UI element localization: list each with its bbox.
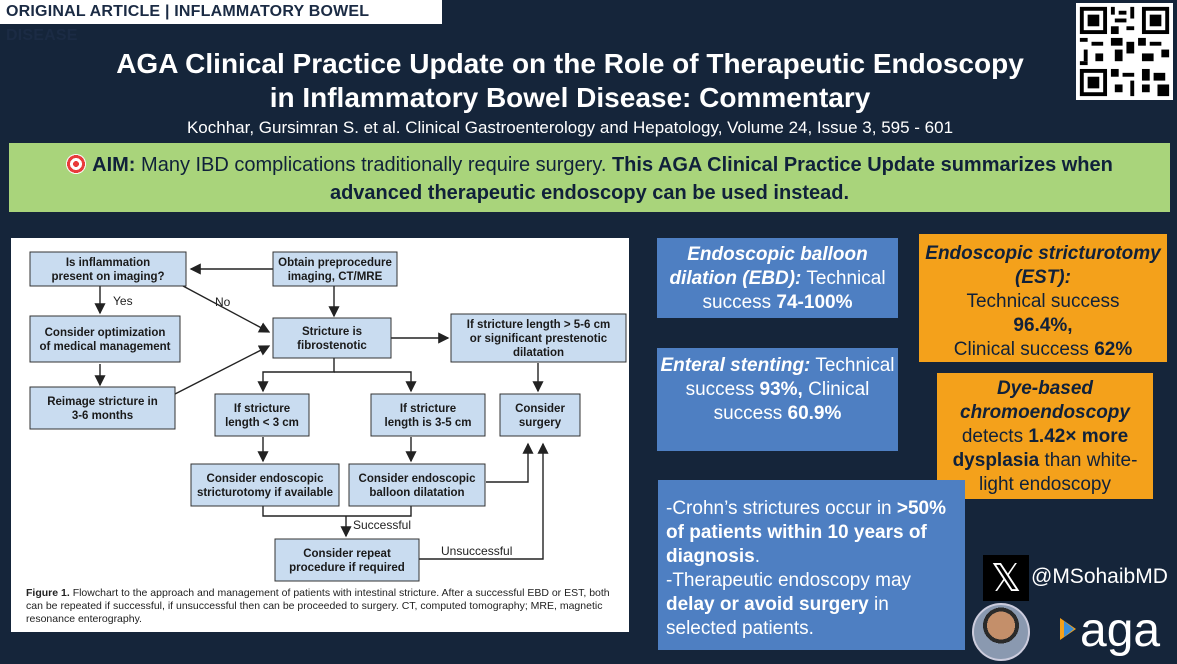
flow-node-text: Consider optimization bbox=[45, 327, 166, 339]
label-yes: Yes bbox=[113, 294, 133, 308]
flow-node-text: Consider bbox=[515, 403, 565, 415]
est-text-2: Clinical success bbox=[953, 339, 1089, 360]
flow-node-text: length < 3 cm bbox=[225, 417, 299, 429]
flow-node-ebd: Consider endoscopic balloon dilatation bbox=[348, 463, 486, 507]
flow-node-text: If stricture length > 5-6 cm bbox=[467, 319, 610, 331]
arrow-reimage-to-fibrostenotic bbox=[174, 345, 271, 395]
dye-text-2: than white-light endoscopy bbox=[978, 450, 1138, 495]
flow-node-text: Is inflammation bbox=[66, 257, 150, 269]
crohn-p1-bold: >50% of patients within 10 years of diag… bbox=[666, 498, 947, 567]
flow-node-surgery: Consider surgery bbox=[499, 393, 581, 437]
flow-node-text: present on imaging? bbox=[51, 271, 164, 283]
flow-node-text: imaging, CT/MRE bbox=[288, 271, 383, 283]
dye-title: Dye-based chromoendoscopy bbox=[960, 378, 1130, 423]
flow-node-long: If stricture length > 5-6 cm or significa… bbox=[450, 313, 627, 363]
flow-node-inflammation: Is inflammation present on imaging? bbox=[29, 251, 187, 287]
flow-node-text: If stricture bbox=[234, 403, 290, 415]
est-title: Endoscopic stricturotomy (EST): bbox=[925, 243, 1161, 288]
card-chromoendoscopy: Dye-based chromoendoscopy detects 1.42× … bbox=[937, 373, 1153, 499]
label-unsuccessful: Unsuccessful bbox=[441, 544, 512, 558]
aim-label: AIM: bbox=[92, 154, 136, 176]
citation: Kochhar, Gursimran S. et al. Clinical Ga… bbox=[186, 118, 954, 137]
caption-figure-number: Figure 1. bbox=[26, 587, 70, 599]
flow-node-text: Stricture is bbox=[302, 326, 362, 338]
flow-node-repeat: Consider repeat procedure if required bbox=[274, 538, 420, 582]
flow-node-text: Consider repeat bbox=[303, 548, 391, 560]
flow-node-obtain: Obtain preprocedure imaging, CT/MRE bbox=[272, 251, 398, 287]
crohn-p2-end: in selected patients. bbox=[666, 594, 889, 639]
aga-logo-text: aga bbox=[1080, 604, 1160, 657]
aga-logo: aga bbox=[1060, 604, 1160, 657]
card-enteral-stenting: Enteral stenting: Technical success 93%,… bbox=[657, 348, 898, 451]
crohn-p2-bold: delay or avoid surgery bbox=[666, 594, 869, 615]
flow-node-text: Consider endoscopic bbox=[359, 473, 477, 485]
stent-value-1: 93%, bbox=[759, 379, 803, 400]
crohn-p2-start: -Therapeutic endoscopy may bbox=[666, 570, 912, 591]
flow-node-text: fibrostenotic bbox=[297, 340, 367, 352]
label-successful: Successful bbox=[353, 518, 411, 532]
crohn-p1-end: . bbox=[754, 546, 760, 567]
crohn-p1-start: -Crohn’s strictures occur in bbox=[666, 498, 892, 519]
ebd-text: Technical success bbox=[702, 268, 886, 313]
flow-node-text: If stricture bbox=[400, 403, 456, 415]
flow-node-mid: If stricture length is 3-5 cm bbox=[370, 393, 486, 437]
est-value-2: 62% bbox=[1094, 339, 1133, 360]
label-no: No bbox=[215, 295, 231, 309]
flow-node-text: Consider endoscopic bbox=[207, 473, 325, 485]
est-value-1: 96.4%, bbox=[1013, 315, 1073, 336]
arrow-to-lt3 bbox=[257, 358, 335, 393]
est-text-1: Technical success bbox=[966, 291, 1120, 312]
flow-node-fibrostenotic: Stricture is fibrostenotic bbox=[272, 317, 392, 359]
title-line-1: AGA Clinical Practice Update on the Role… bbox=[116, 48, 1024, 79]
join-line bbox=[262, 506, 412, 517]
caption-text: Flowchart to the approach and management… bbox=[26, 587, 610, 625]
ebd-value: 74-100% bbox=[776, 292, 853, 313]
flow-node-text: length is 3-5 cm bbox=[385, 417, 472, 429]
card-ebd: Endoscopic balloon dilation (EBD): Techn… bbox=[657, 238, 898, 318]
aim-bold-text: This AGA Clinical Practice Update summar… bbox=[329, 154, 1113, 204]
x-logo-icon[interactable]: 𝕏 bbox=[983, 555, 1029, 601]
title-line-2: in Inflammatory Bowel Disease: Commentar… bbox=[269, 82, 871, 113]
arrow-no bbox=[182, 285, 271, 333]
aim-banner: AIM: Many IBD complications traditionall… bbox=[9, 143, 1170, 212]
stent-text-2: Clinical success bbox=[713, 379, 870, 424]
author-avatar bbox=[972, 603, 1030, 661]
stent-value-2: 60.9% bbox=[787, 403, 842, 424]
flow-node-text: procedure if required bbox=[289, 562, 405, 574]
flow-node-text: dilatation bbox=[513, 347, 564, 359]
flowchart-diagram: Is inflammation present on imaging? Obtain… bbox=[29, 251, 627, 582]
aim-text: Many IBD complications traditionally req… bbox=[141, 154, 607, 176]
dye-value: 1.42× more dysplasia bbox=[952, 426, 1129, 471]
flow-node-reimage: Reimage stricture in 3-6 months bbox=[29, 386, 176, 430]
flow-node-text: or significant prestenotic bbox=[470, 333, 608, 345]
figure-caption: Figure 1. Flowchart to the approach and … bbox=[26, 587, 621, 626]
dye-text-1: detects bbox=[961, 426, 1024, 447]
flow-node-text: balloon dilatation bbox=[369, 487, 464, 499]
article-category-tag: ORIGINAL ARTICLE | INFLAMMATORY BOWEL DI… bbox=[0, 0, 442, 44]
flow-node-text: Obtain preprocedure bbox=[278, 257, 392, 269]
flow-node-text: 3-6 months bbox=[72, 410, 133, 422]
flow-node-optimize: Consider optimization of medical manageme… bbox=[29, 315, 181, 363]
flow-node-est: Consider endoscopic stricturotomy if avai… bbox=[190, 463, 340, 507]
stent-title: Enteral stenting: bbox=[660, 355, 811, 376]
card-est: Endoscopic stricturotomy (EST): Technica… bbox=[919, 234, 1167, 362]
flow-node-lt3: If stricture length < 3 cm bbox=[214, 393, 310, 437]
arrow-to-mid bbox=[334, 371, 417, 393]
page-title: AGA Clinical Practice Update on the Role… bbox=[20, 47, 1120, 115]
card-crohn-facts: -Crohn’s strictures occur in >50% of pat… bbox=[658, 480, 965, 650]
stent-text-1: Technical success bbox=[685, 355, 895, 400]
arrow-ebd-to-surgery bbox=[486, 442, 534, 483]
target-icon bbox=[66, 154, 87, 174]
flow-node-text: Reimage stricture in bbox=[47, 396, 158, 408]
qr-code-icon[interactable] bbox=[1076, 3, 1173, 100]
stricture-flowchart-figure: Is inflammation present on imaging? Obtain… bbox=[11, 238, 629, 632]
flow-node-text: surgery bbox=[519, 417, 562, 429]
arrow-unsuccessful bbox=[419, 442, 549, 560]
flow-node-text: of medical management bbox=[39, 341, 170, 353]
twitter-handle[interactable]: @MSohaibMD bbox=[1031, 565, 1168, 588]
ebd-title: Endoscopic balloon dilation (EBD): bbox=[669, 244, 868, 289]
flow-node-text: stricturotomy if available bbox=[197, 487, 333, 499]
